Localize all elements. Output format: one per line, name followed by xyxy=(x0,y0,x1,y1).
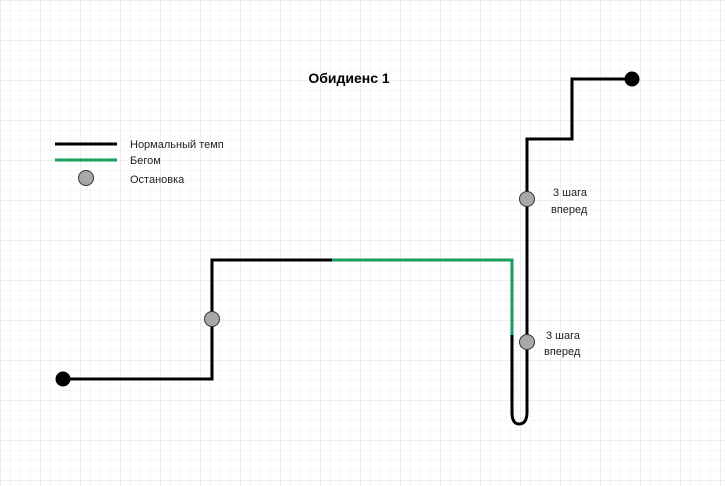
stop-marker-1 xyxy=(204,311,220,327)
route-end-point xyxy=(624,71,640,87)
legend: Нормальный темп Бегом Остановка xyxy=(55,139,224,186)
annotation-lower: 3 шага вперед xyxy=(544,330,581,358)
legend-normal-label: Нормальный темп xyxy=(130,139,224,151)
annotation-upper-line2: вперед xyxy=(551,204,588,216)
stop-marker-3 xyxy=(519,334,535,350)
stop-marker-2 xyxy=(519,191,535,207)
annotation-lower-line1: 3 шага xyxy=(546,330,581,342)
legend-run-label: Бегом xyxy=(130,155,161,167)
legend-stop-marker xyxy=(78,170,94,186)
legend-stop-label: Остановка xyxy=(130,174,185,186)
route-run-segment xyxy=(332,258,514,335)
route-start-point xyxy=(55,371,71,387)
route-normal-segment-end xyxy=(510,77,632,426)
annotation-upper-line1: 3 шага xyxy=(553,187,588,199)
annotation-lower-line2: вперед xyxy=(544,346,581,358)
diagram-title: Обидиенс 1 xyxy=(308,70,390,86)
annotation-upper: 3 шага вперед xyxy=(551,187,588,216)
